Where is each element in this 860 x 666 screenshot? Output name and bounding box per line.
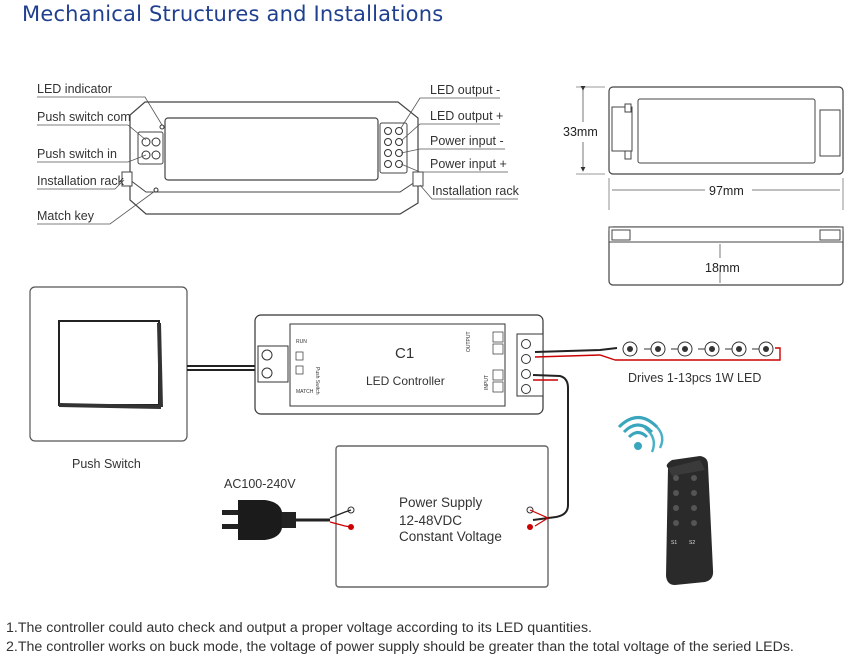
note-2: 2.The controller works on buck mode, the… <box>6 639 794 655</box>
output-label: OUTPUT <box>466 331 472 352</box>
label-push-switch-in: Push switch in <box>37 147 117 161</box>
dimension-height: 33mm <box>563 125 598 139</box>
label-push-switch-com: Push switch com <box>37 110 131 124</box>
top-dimension-view: 33mm 97mm <box>563 86 844 210</box>
label-match-key: Match key <box>37 209 95 223</box>
label-installation-rack-left: Installation rack <box>37 174 125 188</box>
label-led-output-plus: LED output + <box>430 109 503 123</box>
controller-3d-view <box>121 101 424 215</box>
power-supply-line2: 12-48VDC <box>399 513 462 528</box>
led-1 <box>622 341 638 357</box>
push-switch-label: Push Switch <box>72 457 141 471</box>
installation-notes: 1.The controller could auto check and ou… <box>6 619 794 657</box>
label-power-input-minus: Power input - <box>430 134 504 148</box>
led-4 <box>704 341 720 357</box>
run-label: RUN <box>296 339 307 345</box>
ac-voltage-label: AC100-240V <box>224 477 296 491</box>
led-5 <box>731 341 747 357</box>
wifi-icon <box>617 416 659 450</box>
remote-key-s1[interactable]: S1 <box>671 540 677 546</box>
led-string: Drives 1-13pcs 1W LED <box>534 341 781 385</box>
controller-name: LED Controller <box>366 374 445 388</box>
note-1: 1.The controller could auto check and ou… <box>6 620 592 636</box>
led-drive-label: Drives 1-13pcs 1W LED <box>628 371 761 385</box>
led-6 <box>758 341 774 357</box>
input-label: INPUT <box>484 375 490 390</box>
power-supply: Power Supply 12-48VDC Constant Voltage <box>335 445 549 588</box>
led-2 <box>650 341 666 357</box>
remote-control[interactable]: S1 S2 <box>617 416 714 586</box>
right-callouts: LED output - LED output + Power input - … <box>400 83 520 200</box>
remote-key-s2[interactable]: S2 <box>689 540 695 546</box>
label-led-indicator: LED indicator <box>37 82 112 96</box>
ac-plug: AC100-240V <box>222 477 352 540</box>
led-3 <box>677 341 693 357</box>
label-installation-rack-right: Installation rack <box>432 184 520 198</box>
controller-model: C1 <box>395 345 414 362</box>
side-dimension-view: 18mm <box>608 226 844 286</box>
power-supply-line1: Power Supply <box>399 495 483 510</box>
power-supply-line3: Constant Voltage <box>399 529 502 544</box>
label-led-output-minus: LED output - <box>430 83 500 97</box>
dimension-thickness: 18mm <box>705 261 740 275</box>
page-title: Mechanical Structures and Installations <box>22 2 444 26</box>
push-switch-small-label: Push Switch <box>314 367 320 395</box>
match-label: MATCH <box>296 389 314 395</box>
left-callouts: LED indicator Push switch com Push switc… <box>37 82 163 225</box>
right-terminal-block <box>379 122 408 174</box>
push-switch-panel: Push Switch <box>29 286 188 471</box>
label-power-input-plus: Power input + <box>430 157 507 171</box>
dimension-width: 97mm <box>709 184 744 198</box>
controller-diagram: RUN MATCH Push Switch C1 LED Controller … <box>254 314 544 415</box>
